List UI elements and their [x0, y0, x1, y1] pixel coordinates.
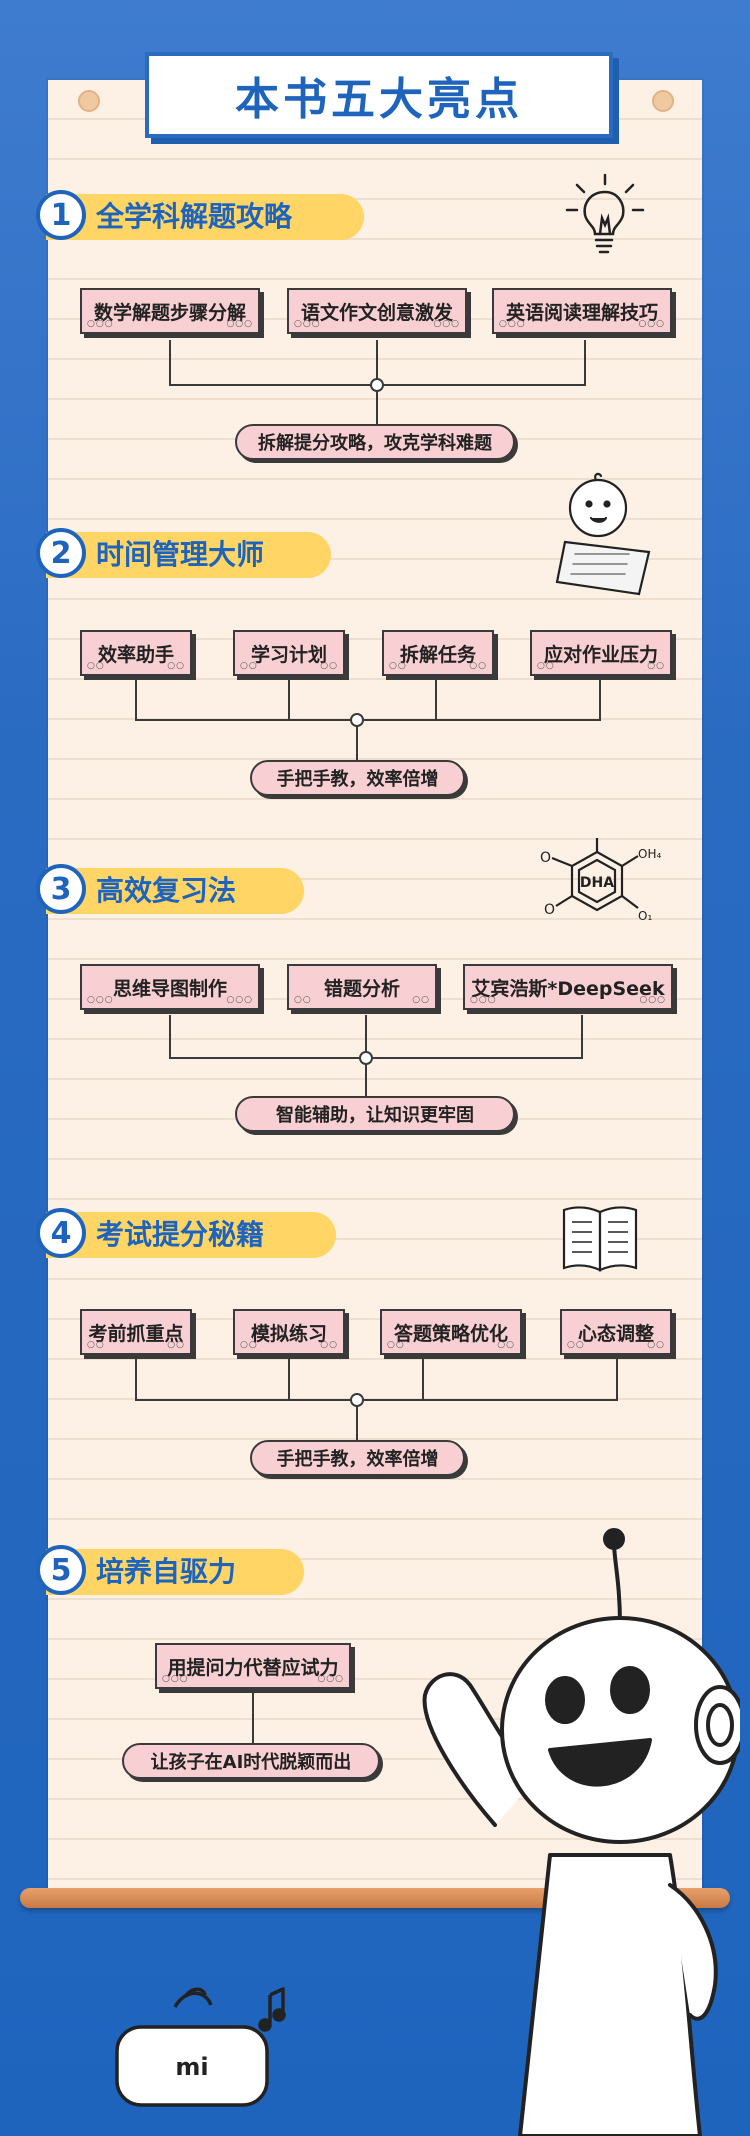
section-banner [46, 868, 304, 914]
item-label: 学习计划 [250, 643, 327, 666]
section-4-header: 4 考试提分秘籍 [36, 1208, 336, 1258]
section-number: 3 [36, 864, 86, 914]
section-title: 时间管理大师 [96, 538, 265, 571]
dha-atom: O [540, 850, 551, 866]
speaker-logo: mi [175, 2053, 208, 2081]
open-book-icon [562, 1206, 638, 1272]
item-box: 艾宾浩斯*DeepSeek○○○○○○ [463, 964, 673, 1010]
item-box: 应对作业压力○○○○ [530, 630, 672, 676]
summary-pill: 智能辅助，让知识更牢固 [235, 1096, 515, 1132]
pin-left [78, 90, 100, 112]
speaker-illustration: mi [115, 1987, 286, 2107]
section-title: 培养自驱力 [96, 1555, 237, 1588]
item-box: 用提问力代替应试力○○○○○○ [155, 1643, 351, 1689]
robot-character-illustration [422, 1528, 740, 2136]
section-banner [46, 194, 364, 240]
summary-pill: 手把手教，效率倍增 [250, 760, 465, 796]
page-title: 本书五大亮点 [235, 74, 523, 125]
section-title: 考试提分秘籍 [96, 1218, 265, 1251]
item-box: 拆解任务○○○○ [382, 630, 494, 676]
dha-molecule-icon: DHA O O OH₄ O₁ [540, 838, 661, 923]
item-label: 心态调整 [577, 1322, 654, 1345]
item-label: 模拟练习 [250, 1322, 327, 1345]
section-title: 高效复习法 [96, 874, 237, 907]
item-label: 数学解题步骤分解 [93, 301, 246, 324]
section-number: 5 [36, 1545, 86, 1595]
item-box: 语文作文创意激发○○○○○○ [287, 288, 467, 334]
dha-atom: O [544, 902, 555, 918]
dha-label: DHA [580, 875, 614, 891]
dha-atom: OH₄ [638, 847, 661, 861]
item-box: 效率助手○○○○ [80, 630, 192, 676]
item-box: 考前抓重点○○○○ [80, 1309, 192, 1355]
item-box: 数学解题步骤分解○○○○○○ [80, 288, 260, 334]
item-label: 语文作文创意激发 [300, 301, 453, 324]
section-number: 2 [36, 528, 86, 578]
item-label: 考前抓重点 [88, 1322, 184, 1345]
item-box: 思维导图制作○○○○○○ [80, 964, 260, 1010]
section-3-header: 3 高效复习法 [36, 864, 304, 914]
item-label: 艾宾浩斯*DeepSeek [471, 977, 665, 1000]
item-box: 答题策略优化○○○○ [380, 1309, 522, 1355]
item-label: 思维导图制作 [112, 977, 227, 1000]
lightbulb-icon [565, 173, 645, 254]
item-label: 英语阅读理解技巧 [505, 301, 658, 324]
section-5-header: 5 培养自驱力 [36, 1545, 304, 1595]
dha-atom: O₁ [638, 909, 652, 923]
section-banner [46, 1549, 304, 1595]
item-label: 拆解任务 [399, 643, 476, 666]
summary-pill: 让孩子在AI时代脱颖而出 [122, 1743, 380, 1779]
item-box: 错题分析○○○○ [287, 964, 437, 1010]
section-number: 4 [36, 1208, 86, 1258]
baby-reading-icon [555, 472, 651, 596]
item-label: 用提问力代替应试力 [167, 1656, 339, 1679]
item-box: 心态调整○○○○ [560, 1309, 672, 1355]
item-label: 效率助手 [97, 643, 174, 666]
summary-pill: 手把手教，效率倍增 [250, 1440, 465, 1476]
section-2-header: 2 时间管理大师 [36, 528, 331, 578]
item-box: 学习计划○○○○ [233, 630, 345, 676]
item-label: 错题分析 [323, 977, 400, 1000]
section-number: 1 [36, 190, 86, 240]
section-banner [46, 532, 331, 578]
section-1-header: 1 全学科解题攻略 [36, 190, 364, 240]
pin-right [652, 90, 674, 112]
item-box: 英语阅读理解技巧○○○○○○ [492, 288, 672, 334]
item-label: 答题策略优化 [393, 1322, 508, 1345]
item-box: 模拟练习○○○○ [233, 1309, 345, 1355]
section-banner [46, 1212, 336, 1258]
item-label: 应对作业压力 [543, 643, 658, 666]
section-title: 全学科解题攻略 [96, 200, 293, 233]
title-box: 本书五大亮点 [145, 52, 613, 138]
summary-pill: 拆解提分攻略，攻克学科难题 [235, 424, 515, 460]
